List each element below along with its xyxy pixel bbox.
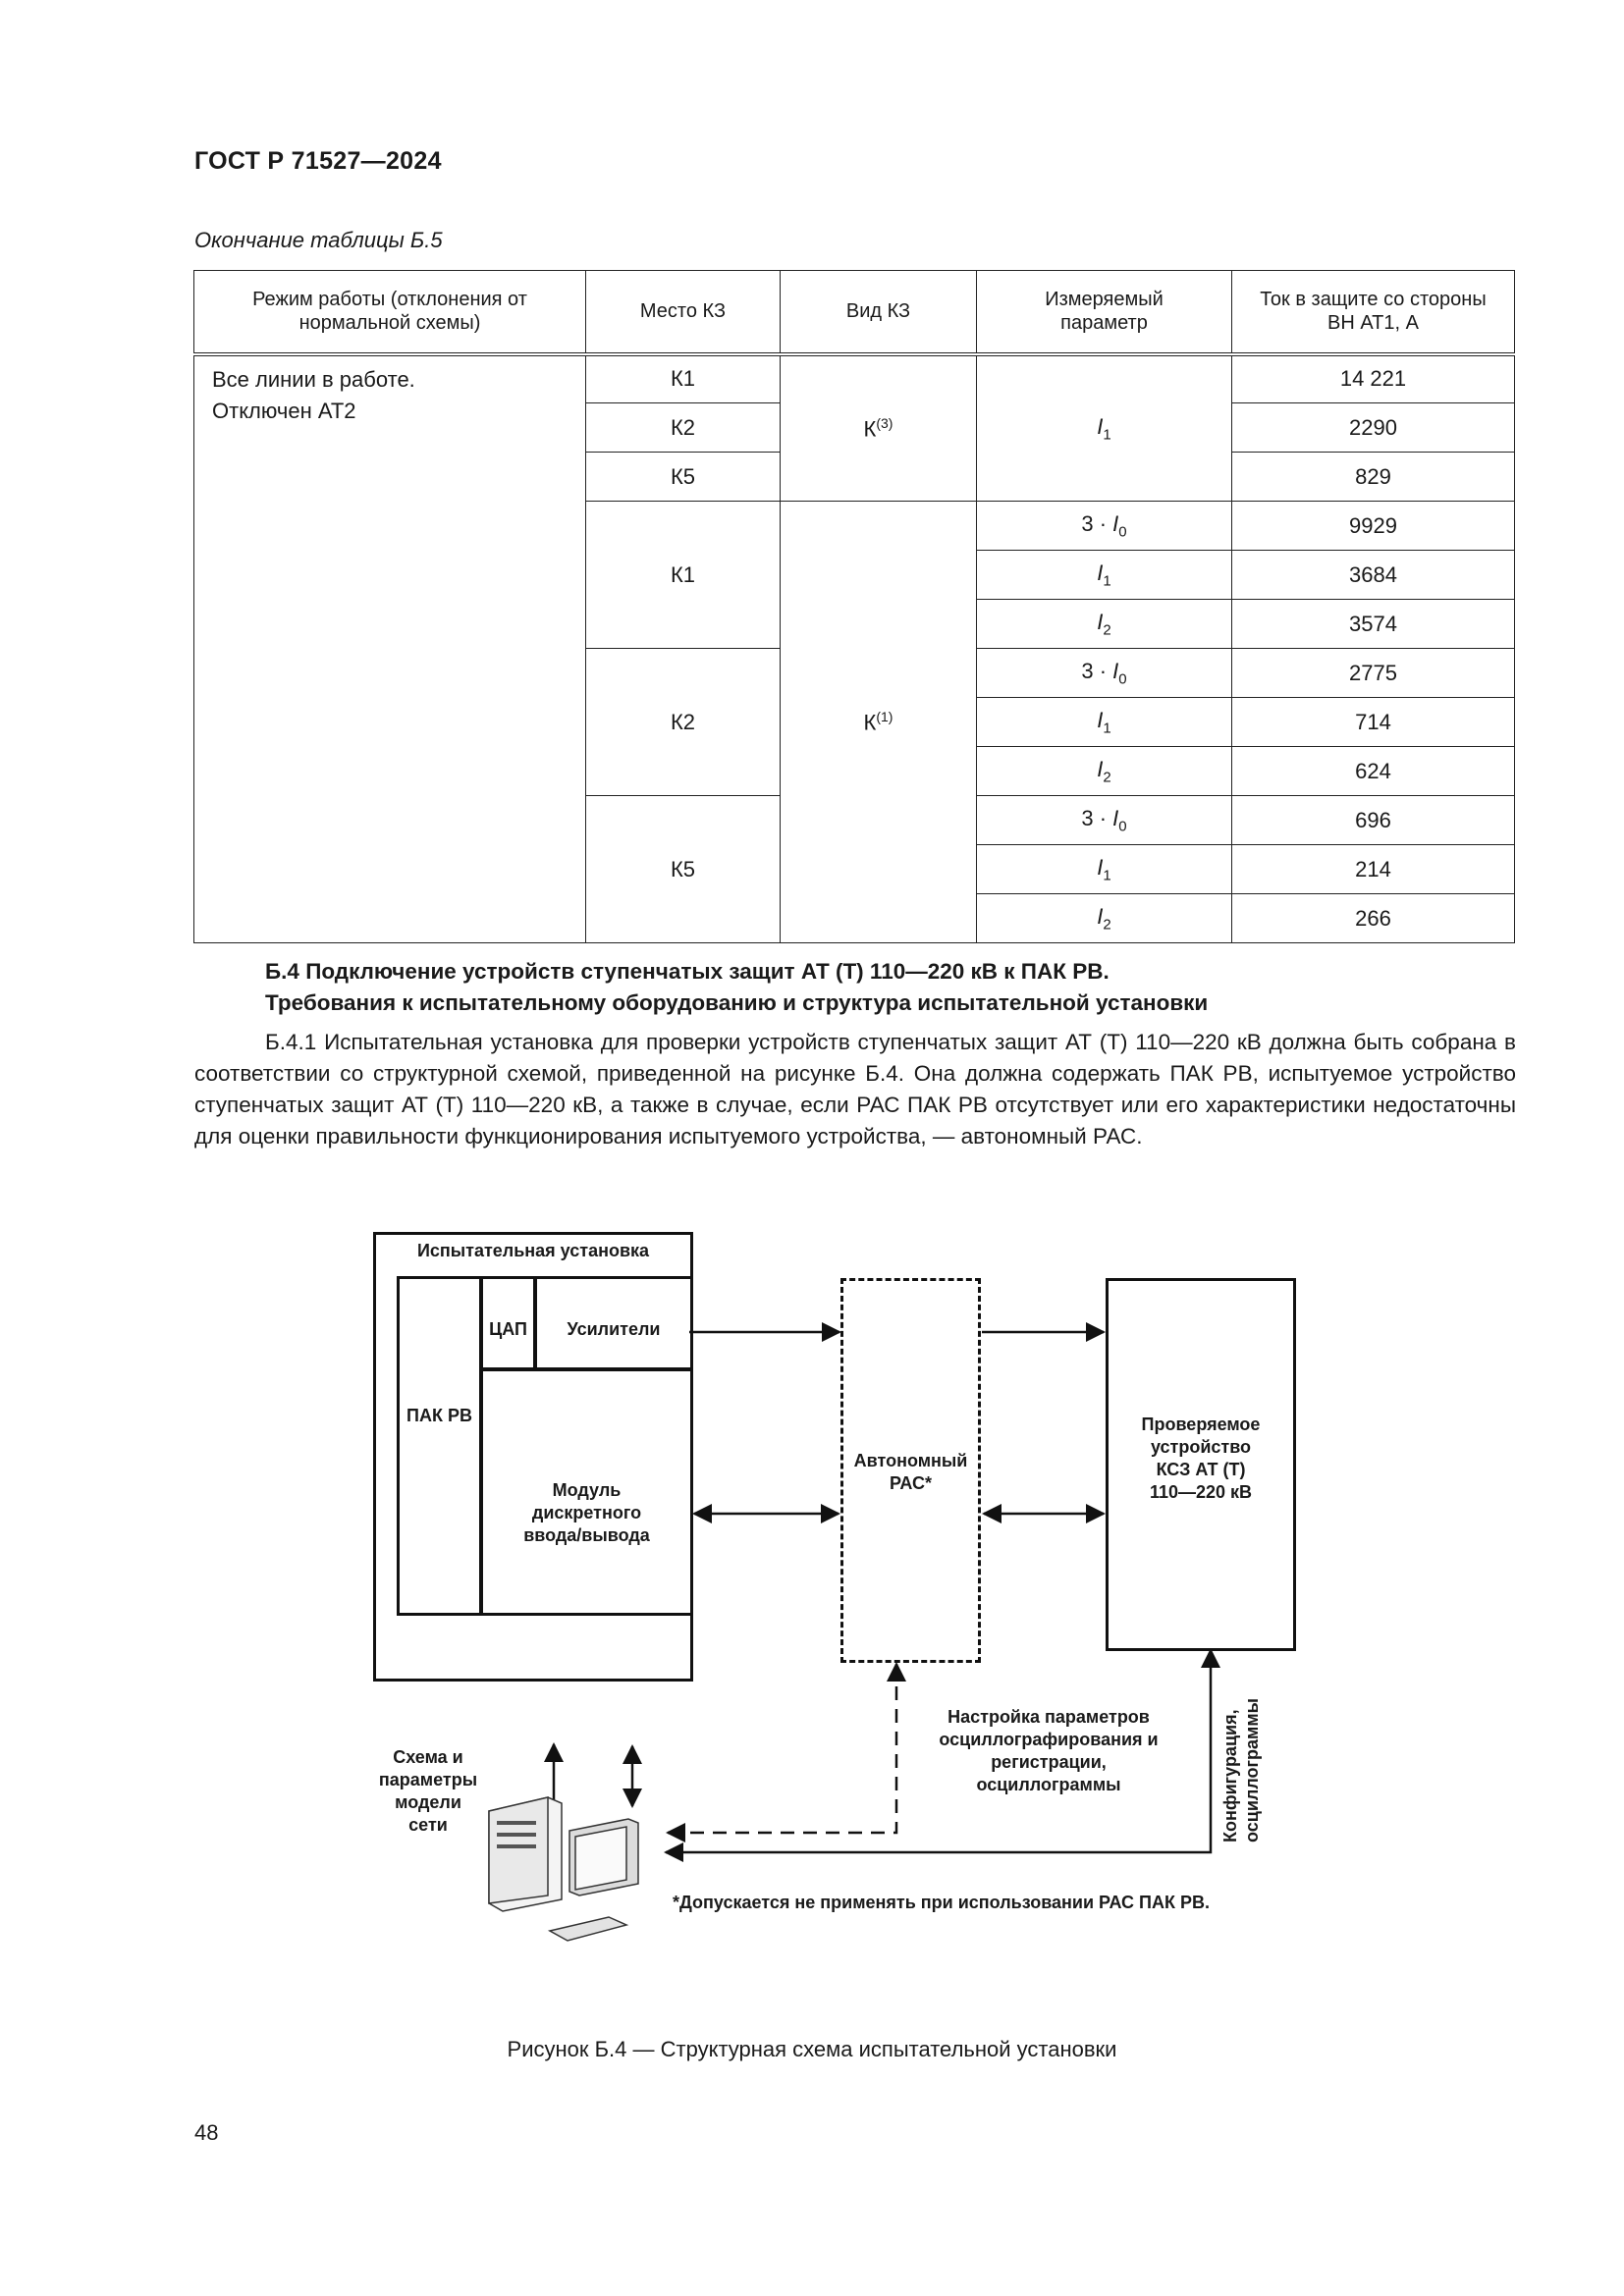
diagram-connectors [488,1322,1220,1942]
fault-place-cell: К5 [585,452,781,502]
parameter-cell: 3 · I0 [976,795,1232,845]
current-value-cell: 14 221 [1231,353,1515,403]
mode-cell: Все линии в работе. Отключен АТ2 [193,353,586,943]
current-value-cell: 2775 [1231,648,1515,698]
table-row: I2 624 [194,746,1515,796]
page-number: 48 [194,2120,219,2145]
column-header-current: Ток в защите со стороны ВН АТ1, А [1231,270,1515,356]
table-header-row: Режим работы (отклонения от нормальной с… [193,270,1515,356]
column-header-parameter: Измеряемый параметр [976,270,1232,356]
table-row: К1 К(1) 3 · I0 9929 [194,501,1515,943]
computer-icon [488,1796,639,1942]
fault-place-cell: К1 [585,353,781,403]
figure-caption: Рисунок Б.4 — Структурная схема испытате… [507,2037,1117,2061]
column-header-mode: Режим работы (отклонения от нормальной с… [193,270,586,356]
mode-line: Отключен АТ2 [212,398,356,423]
current-value-cell: 214 [1231,844,1515,894]
fault-place-cell: К2 [585,648,781,796]
current-value-cell: 266 [1231,893,1515,943]
table-row: Все линии в работе. Отключен АТ2 К1 К(3)… [193,353,1515,943]
results-table: Режим работы (отклонения от нормальной с… [193,270,1515,943]
standard-header: ГОСТ Р 71527—2024 [194,147,442,175]
connector-arrow [664,1648,1220,1862]
parameter-cell: I2 [976,746,1232,796]
current-value-cell: 3684 [1231,550,1515,600]
structure-diagram: Испытательная установка ПАК РВ ЦАП Усили… [373,1232,1296,1949]
fault-type-cell: К(3) [780,353,977,502]
section-paragraph: Б.4.1 Испытательная установка для провер… [194,1030,1516,1148]
parameter-cell: I1 [976,697,1232,747]
section-subtitle: Требования к испытательному оборудованию… [265,990,1209,1015]
pak-rv-box [397,1276,482,1616]
parameter-cell: 3 · I0 [976,648,1232,698]
device-under-test-box [1106,1278,1296,1651]
table-row: I1 3684 [194,550,1515,600]
mode-line: Все линии в работе. [212,366,415,392]
dac-label: ЦАП [489,1319,527,1339]
current-value-cell: 714 [1231,697,1515,747]
parameter-cell: 3 · I0 [976,501,1232,551]
current-value-cell: 2290 [1231,402,1515,453]
current-value-cell: 3574 [1231,599,1515,649]
amplifiers-label: Усилители [567,1319,661,1339]
table-row: I1 214 [194,844,1515,894]
table-row: К5 3 · I0 696 [194,795,1515,943]
fault-place-cell: К5 [585,795,781,943]
io-module-box [480,1368,693,1616]
table-caption: Окончание таблицы Б.5 [194,228,443,252]
current-value-cell: 696 [1231,795,1515,845]
table-row: К2 2290 [194,402,1515,453]
table-row: I1 714 [194,697,1515,747]
column-header-fault-type: Вид КЗ [780,270,977,356]
fault-type-cell: К(1) [780,501,977,943]
figure-footnote: *Допускается не применять при использова… [673,1893,1210,1912]
dashed-connector [666,1662,906,1842]
parameter-cell: I2 [976,893,1232,943]
pak-rv-label: ПАК РВ [406,1406,472,1425]
current-value-cell: 829 [1231,452,1515,502]
current-value-cell: 9929 [1231,501,1515,551]
results-table-container: Режим работы (отклонения от нормальной с… [193,270,1515,943]
parameter-cell: I1 [976,550,1232,600]
fault-place-cell: К2 [585,402,781,453]
table-row: I2 3574 [194,599,1515,649]
section-title: Б.4 Подключение устройств ступенчатых за… [265,959,1110,984]
table-row: I2 266 [194,893,1515,943]
config-label: Конфигурация,осциллограммы [1220,1697,1262,1842]
parameter-cell: I1 [976,353,1232,502]
fault-place-cell: К1 [585,501,781,649]
table-row: К2 3 · I0 2775 [194,648,1515,796]
parameter-cell: I2 [976,599,1232,649]
parameter-cell: I1 [976,844,1232,894]
current-value-cell: 624 [1231,746,1515,796]
column-header-fault-place: Место КЗ [585,270,781,356]
test-setup-label: Испытательная установка [416,1241,650,1260]
autonomous-ras-box [840,1278,981,1663]
